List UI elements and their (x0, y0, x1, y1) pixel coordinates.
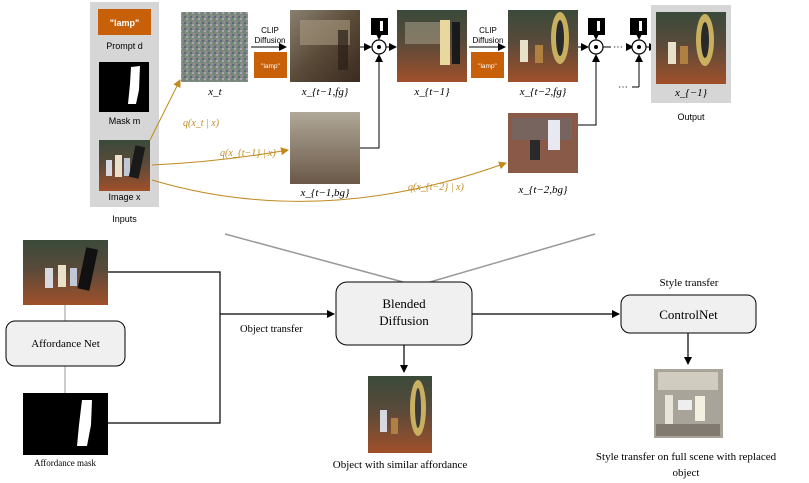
q-label-xt2: q(x_{t−2} | x) (408, 182, 464, 193)
lamp-chip-2-text: "lamp" (478, 63, 497, 70)
mask-image (99, 62, 149, 112)
blended-line-2: Diffusion (379, 313, 429, 328)
bg-to-node-2 (578, 54, 600, 126)
mini-mask-2 (588, 18, 605, 35)
pipeline-row: x_t CLIP Diffusion "lamp" x_{t−1,fg} (149, 5, 731, 202)
mask-label: Mask m (109, 116, 141, 126)
image-label: Image x (108, 192, 141, 202)
ellipsis-1: ⋯ (613, 42, 623, 53)
label-xt1-bg: x_{t−1,bg} (300, 187, 351, 199)
mini-mask-2-shape (597, 21, 600, 31)
lamp-chip-1 (254, 52, 287, 78)
affordance-mask-label: Affordance mask (34, 458, 97, 468)
q-label-xt1: q(x_{t−1} | x) (220, 148, 276, 159)
source-scene-image (23, 240, 108, 305)
style-caption-line-1: Style transfer on full scene with replac… (596, 451, 777, 463)
q-arrow-xt2 (151, 161, 507, 202)
blend-node-1-dot (377, 45, 381, 49)
q-arrow-xt (149, 79, 181, 141)
bg-to-node-1 (360, 54, 383, 149)
clip-label-2a: CLIP (479, 26, 497, 35)
label-xt1-fg: x_{t−1,fg} (301, 86, 349, 98)
style-transfer-header: Style transfer (660, 277, 719, 289)
output-caption: Output (677, 112, 705, 122)
label-xt1: x_{t−1} (413, 86, 450, 98)
lamp-chip-2 (471, 52, 504, 78)
mini-mask-1-shape (380, 21, 383, 31)
affordance-net-label: Affordance Net (31, 338, 100, 350)
inputs-caption: Inputs (112, 214, 137, 224)
clip-label-2b: Diffusion (473, 36, 504, 45)
similar-affordance-image (368, 376, 432, 453)
prompt-chip-text: "lamp" (110, 18, 140, 28)
image-xt1 (397, 10, 467, 82)
affordance-net-box (5, 320, 126, 367)
image-xt1-bg (290, 112, 360, 184)
zoom-line-left (224, 233, 404, 283)
q-label-xt: q(x_t | x) (183, 118, 220, 129)
label-x-final: x_{−1} (674, 87, 708, 99)
input-image (99, 140, 150, 191)
label-xt2-bg: x_{t−2,bg} (518, 184, 569, 196)
mask-shape (128, 66, 140, 104)
label-xt: x_t (207, 86, 222, 98)
mini-mask-3-shape (639, 21, 642, 31)
image-xt2-fg (508, 10, 578, 82)
prompt-chip (98, 9, 151, 35)
zoom-line-right (429, 233, 596, 283)
mini-mask-1 (371, 18, 388, 35)
style-transfer-result-image (654, 369, 723, 438)
clip-label-1b: Diffusion (255, 36, 286, 45)
label-xt2-fg: x_{t−2,fg} (519, 86, 567, 98)
blend-node-2-dot (594, 45, 598, 49)
merge-bracket (108, 271, 221, 424)
lamp-chip-1-text: "lamp" (261, 63, 280, 70)
controlnet-label: ControlNet (659, 307, 718, 322)
prompt-label: Prompt d (106, 41, 143, 51)
blend-node-3-dot (637, 45, 641, 49)
noise-image-xt (181, 12, 248, 82)
image-xt2-bg (508, 113, 578, 173)
q-arrow-xt1 (151, 147, 289, 166)
image-output (656, 12, 726, 84)
affordance-mask-shape (77, 400, 92, 446)
blended-line-1: Blended (382, 296, 426, 311)
mini-mask-3 (630, 18, 647, 35)
object-transfer-label: Object transfer (240, 324, 303, 335)
bottom-section: Affordance Net Affordance mask Object tr… (5, 233, 777, 479)
similar-affordance-label: Object with similar affordance (333, 459, 468, 471)
image-xt1-fg (290, 10, 360, 82)
ellipsis-2: ⋯ (618, 82, 628, 93)
affordance-mask-image (23, 393, 108, 455)
inputs-panel: "lamp" Prompt d Mask m Image x Inputs (90, 2, 159, 224)
clip-label-1a: CLIP (261, 26, 279, 35)
style-caption-line-2: object (673, 467, 700, 479)
